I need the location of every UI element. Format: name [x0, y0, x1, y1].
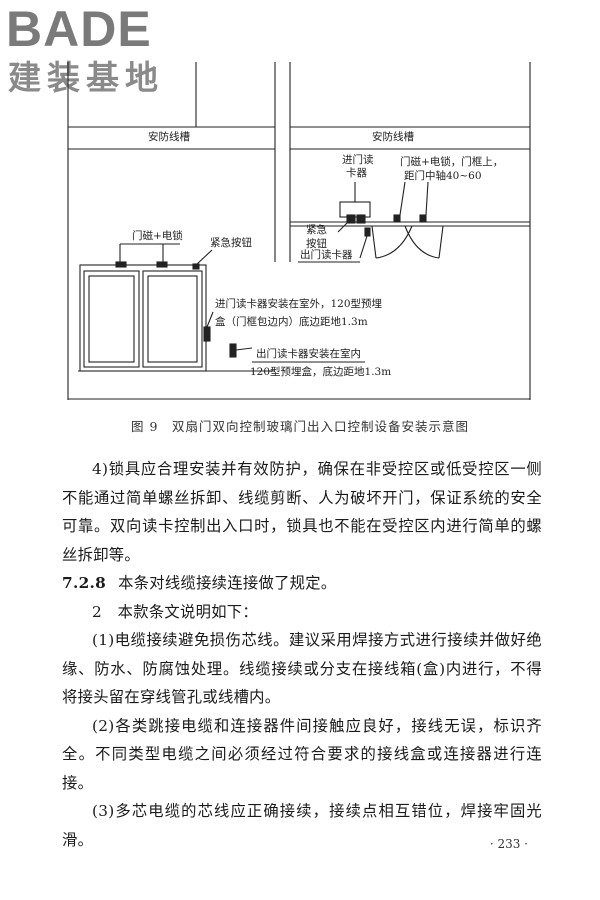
entry-reader-note-1: 进门读卡器安装在室外，120型预埋 [215, 298, 383, 310]
plan-door-swing-2 [404, 225, 440, 259]
right-lock-label-1: 门磁+电锁，门框上， [400, 156, 504, 168]
left-emergency-label: 紧急按钮 [210, 237, 252, 249]
right-emergency-label-2: 按钮 [306, 238, 327, 250]
door-glass-left [88, 275, 135, 363]
door-leaf-right [142, 270, 203, 368]
plan-door-leaf-2 [438, 225, 444, 259]
plan-door-swing-1 [375, 225, 413, 259]
subitem-1: (1)电缆接续避免损伤芯线。建议采用焊接方式进行接续并做好绝缘、防水、防腐蚀处理… [62, 631, 542, 706]
entry-reader-leader [206, 311, 214, 328]
installation-diagram: 安防线槽 门磁+电锁 紧急按钮 进门读卡器安装在室外，120型预埋 盒（门框包边… [60, 62, 534, 400]
emergency-leader-left [195, 249, 213, 266]
page-number: · 233 · [489, 837, 528, 851]
right-exit-reader-label: 出门读卡器 [300, 249, 353, 261]
diagram-drawing [67, 62, 531, 400]
left-lock-label: 门磁+电锁 [132, 230, 183, 242]
plan-door-leaf-1 [371, 225, 377, 259]
paragraph-lock-protection: 4)锁具应合理安装并有效防护，确保在非受控区或低受控区一侧不能通过简单螺丝拆卸、… [62, 460, 542, 564]
plan-button-block [356, 214, 366, 224]
logo-subtitle: 建装基地 [8, 58, 164, 97]
clause-number: 7.2.8 [62, 574, 107, 592]
door-leaf-left [83, 270, 140, 368]
subitem-3: (3)多芯电缆的芯线应正确接续，接续点相互错位，焊接牢固光滑。 [62, 802, 542, 849]
lock-leader-right-2 [425, 181, 429, 216]
subitem-2: (2)各类跳接电缆和连接器件间接触应良好，接线无误，标识齐全。不同类型电缆之间必… [62, 716, 542, 792]
item-2-heading: 2 本款条文说明如下： [92, 602, 259, 621]
plan-exit-reader [364, 227, 371, 237]
emergency-button-left [192, 263, 200, 270]
exit-reader-leader [235, 347, 253, 351]
bade-logo: BADE 建装基地 [6, 4, 176, 96]
entry-reader-note-2: 盒（门框包边内）底边距地1.3m [215, 316, 368, 328]
body-text: 4)锁具应合理安装并有效防护，确保在非受控区或低受控区一侧不能通过简单螺丝拆卸、… [62, 455, 542, 854]
exit-reader-note-2: 120型预埋盒，底边距地1.3m [250, 366, 392, 378]
right-entry-reader-label-2: 卡器 [346, 167, 367, 179]
figure-caption: 图 9 双扇门双向控制玻璃门出入口控制设备安装示意图 [131, 419, 469, 434]
right-entry-reader-label-1: 进门读 [342, 154, 374, 166]
clause-7-2-8: 7.2.8 本条对线缆接续连接做了规定。 [62, 569, 542, 598]
clause-text: 本条对线缆接续连接做了规定。 [118, 574, 337, 592]
maglock-right [156, 261, 168, 268]
plan-lock-block [346, 214, 356, 224]
right-lock-label-2: 距门中轴40~60 [404, 170, 482, 182]
exit-reader-leader-right [359, 235, 368, 259]
plan-maglock-1 [393, 214, 401, 223]
right-emergency-label-1: 紧急 [306, 224, 327, 236]
exit-reader-left [229, 343, 237, 358]
lock-leader-right-1 [399, 181, 406, 216]
emergency-leader-right [337, 222, 348, 233]
maglock-left [115, 261, 127, 268]
door-glass-right [147, 275, 198, 363]
entry-reader-left [203, 326, 211, 342]
exit-reader-note-1: 出门读卡器安装在室内 [256, 348, 361, 360]
right-trough-label: 安防线槽 [372, 131, 414, 143]
logo-brand: BADE [6, 1, 152, 57]
left-trough-label: 安防线槽 [148, 131, 190, 143]
plan-maglock-2 [419, 214, 427, 223]
